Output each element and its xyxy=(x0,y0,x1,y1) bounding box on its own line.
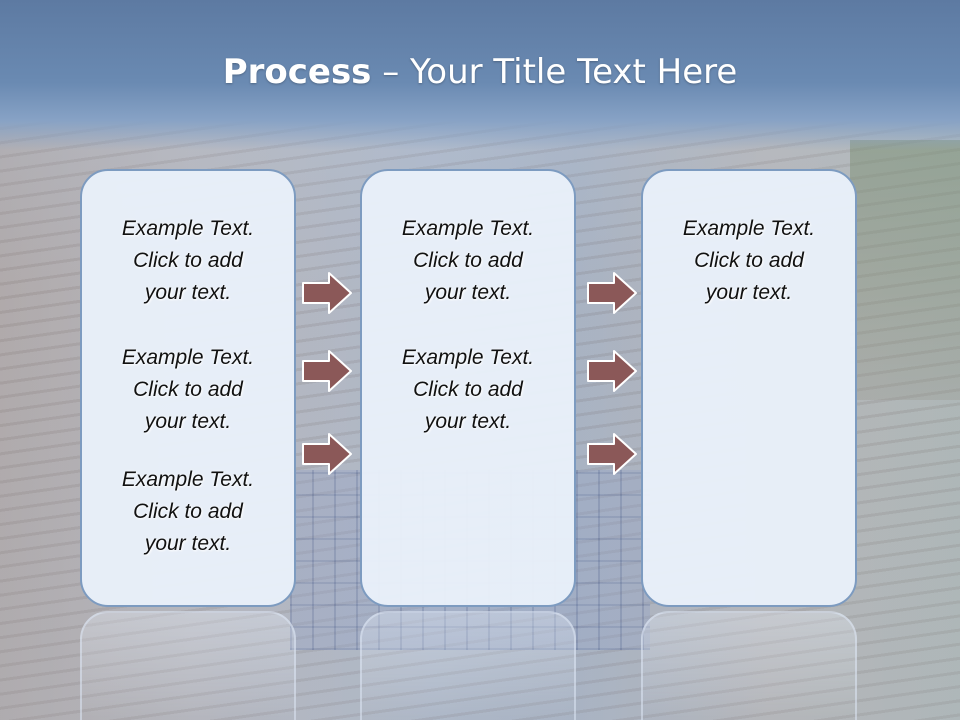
process-card-3[interactable]: Example Text. Click to add your text. xyxy=(641,169,857,607)
slide-title[interactable]: Process – Your Title Text Here xyxy=(0,52,960,92)
text-line: your text. xyxy=(144,281,232,304)
right-arrow-icon xyxy=(302,272,352,314)
text-block[interactable]: Example Text. Click to add your text. xyxy=(82,213,294,309)
text-block[interactable]: Example Text. Click to add your text. xyxy=(362,342,574,438)
text-line: Click to add xyxy=(694,249,804,272)
text-block[interactable]: Example Text. Click to add your text. xyxy=(82,464,294,560)
text-line: Click to add xyxy=(133,378,243,401)
right-arrow-icon xyxy=(302,433,352,475)
card-reflection-1 xyxy=(80,611,296,720)
card-reflection-3 xyxy=(641,611,857,720)
title-rest: – Your Title Text Here xyxy=(382,52,738,92)
text-block[interactable]: Example Text. Click to add your text. xyxy=(362,213,574,309)
text-line: Example Text. xyxy=(401,346,535,369)
text-line: your text. xyxy=(424,410,512,433)
text-line: your text. xyxy=(705,281,793,304)
process-card-1[interactable]: Example Text. Click to add your text. Ex… xyxy=(80,169,296,607)
text-line: Click to add xyxy=(413,249,523,272)
right-arrow-icon xyxy=(587,272,637,314)
text-line: Example Text. xyxy=(401,217,535,240)
right-arrow-icon xyxy=(302,350,352,392)
text-line: Click to add xyxy=(133,249,243,272)
text-block[interactable]: Example Text. Click to add your text. xyxy=(82,342,294,438)
right-arrow-icon xyxy=(587,433,637,475)
text-line: your text. xyxy=(144,532,232,555)
text-line: Example Text. xyxy=(682,217,816,240)
right-arrow-icon xyxy=(587,350,637,392)
card-reflection-2 xyxy=(360,611,576,720)
background-foliage xyxy=(850,140,960,400)
text-line: Example Text. xyxy=(121,468,255,491)
title-bold: Process xyxy=(222,52,372,92)
text-line: your text. xyxy=(144,410,232,433)
text-line: Example Text. xyxy=(121,346,255,369)
text-line: Example Text. xyxy=(121,217,255,240)
title-band xyxy=(0,0,960,150)
text-line: your text. xyxy=(424,281,512,304)
text-block[interactable]: Example Text. Click to add your text. xyxy=(643,213,855,309)
text-line: Click to add xyxy=(413,378,523,401)
process-card-2[interactable]: Example Text. Click to add your text. Ex… xyxy=(360,169,576,607)
text-line: Click to add xyxy=(133,500,243,523)
